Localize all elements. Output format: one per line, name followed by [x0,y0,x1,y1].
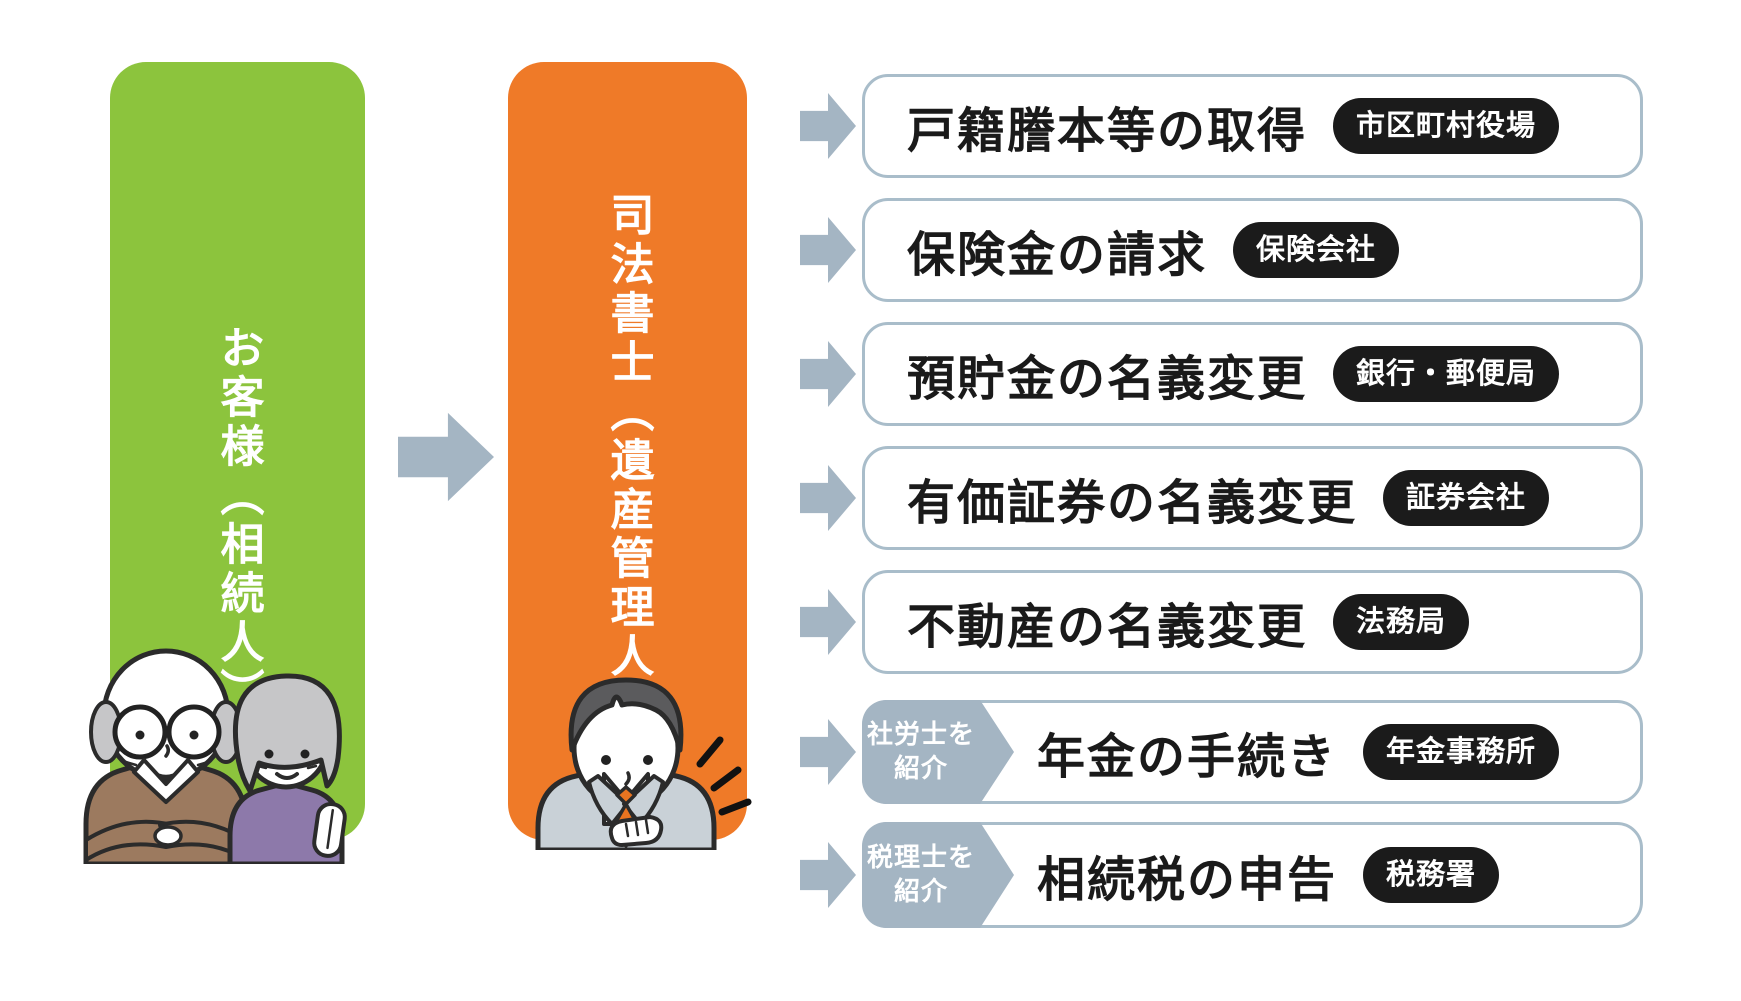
manager-column-label: 司法書士（遺産管理人） [603,192,653,731]
referral-label-line2: 紹介 [893,753,948,783]
male-consultant-illustration [535,677,752,850]
task-title: 年金の手続き [1037,731,1338,784]
task-row: 戸籍謄本等の取得 市区町村役場 [800,74,1643,178]
task-row: 保険金の請求 保険会社 [800,198,1643,302]
main-flow-arrow-icon [398,412,494,502]
task-arrow-icon [800,589,856,655]
task-box: 社労士を 紹介 年金の手続き 年金事務所 [862,700,1643,804]
task-row: 有価証券の名義変更 証券会社 [800,446,1643,550]
task-authority-badge: 市区町村役場 [1333,98,1560,154]
task-arrow-icon [800,93,856,159]
task-arrow-icon [800,465,856,531]
task-authority-badge: 保険会社 [1233,222,1400,278]
referral-label-line2: 紹介 [893,876,948,906]
task-box: 税理士を 紹介 相続税の申告 税務署 [862,822,1643,928]
task-box: 預貯金の名義変更 銀行・郵便局 [862,322,1643,426]
task-row: 税理士を 紹介 相続税の申告 税務署 [800,822,1643,928]
elderly-couple-illustration [83,648,347,864]
task-box: 保険金の請求 保険会社 [862,198,1643,302]
task-row: 不動産の名義変更 法務局 [800,570,1643,674]
elderly-woman [227,673,347,864]
referral-chevron: 税理士を 紹介 [862,822,1014,928]
task-title: 預貯金の名義変更 [907,353,1308,406]
elderly-man [83,648,249,864]
task-box: 不動産の名義変更 法務局 [862,570,1643,674]
task-arrow-icon [800,842,856,908]
task-arrow-icon [800,341,856,407]
task-authority-badge: 税務署 [1363,847,1500,903]
task-box: 有価証券の名義変更 証券会社 [862,446,1643,550]
task-authority-badge: 証券会社 [1383,470,1550,526]
referral-label-line1: 社労士を [866,719,975,750]
task-title: 有価証券の名義変更 [907,477,1358,530]
referral-chevron: 社労士を 紹介 [862,700,1014,804]
task-title: 不動産の名義変更 [907,601,1308,654]
task-title: 相続税の申告 [1037,854,1338,907]
task-box: 戸籍謄本等の取得 市区町村役場 [862,74,1643,178]
task-title: 保険金の請求 [907,229,1208,282]
referral-label: 社労士を 紹介 [862,700,980,804]
task-authority-badge: 年金事務所 [1363,724,1560,780]
task-authority-badge: 銀行・郵便局 [1333,346,1560,402]
task-title: 戸籍謄本等の取得 [907,105,1308,158]
referral-chevron-point [980,822,1014,928]
consultant-man [535,677,752,850]
task-row: 社労士を 紹介 年金の手続き 年金事務所 [800,700,1643,804]
referral-chevron-point [980,700,1014,804]
task-authority-badge: 法務局 [1333,594,1470,650]
task-arrow-icon [800,719,856,785]
task-row: 預貯金の名義変更 銀行・郵便局 [800,322,1643,426]
referral-label-line1: 税理士を [866,842,975,873]
referral-label: 税理士を 紹介 [862,822,980,928]
customer-column-label: お客様（相続人） [213,325,263,717]
task-arrow-icon [800,217,856,283]
